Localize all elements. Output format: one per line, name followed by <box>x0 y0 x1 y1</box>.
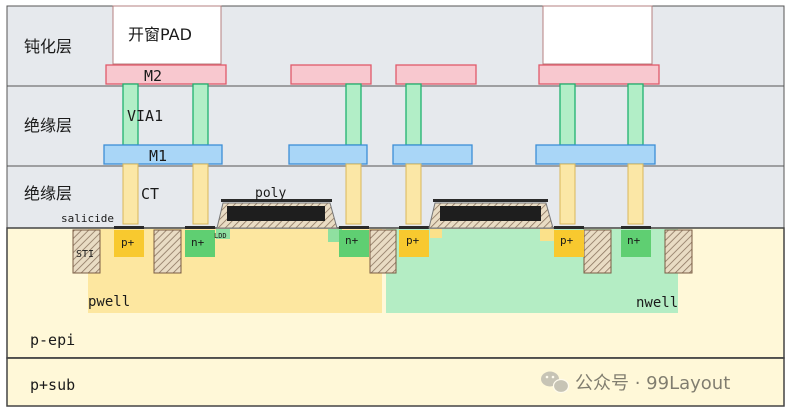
ldd-region <box>430 229 442 238</box>
nplus-label: n+ <box>345 234 359 247</box>
salicide-label: salicide <box>61 212 114 225</box>
watermark-text: 公众号 · 99Layout <box>575 373 730 394</box>
m1-label: M1 <box>149 147 167 165</box>
sti-trench <box>583 229 612 274</box>
m1-segment <box>392 144 473 165</box>
via1-plug <box>627 83 644 146</box>
nplus-label: n+ <box>191 236 205 249</box>
pad-opening-right <box>542 5 653 65</box>
poly-gate <box>440 206 541 221</box>
m2-layer <box>105 64 660 85</box>
nplus-diffusion <box>339 230 369 257</box>
sti-label: STI <box>76 249 94 260</box>
poly-gate <box>227 206 325 221</box>
ct-label: CT <box>141 185 159 203</box>
pad-opening-label: 开窗PAD <box>128 25 192 44</box>
silicide-strip <box>114 226 144 229</box>
ldd-region <box>328 229 342 242</box>
pplus-diffusion <box>554 230 584 257</box>
via1-plug <box>345 83 362 146</box>
via1-plug <box>559 83 576 146</box>
substrate-layer <box>6 357 785 407</box>
contact-plug <box>559 163 576 225</box>
watermark: 公众号 · 99Layout <box>541 371 730 394</box>
nplus-diffusion <box>185 230 215 257</box>
sti-trench <box>369 229 397 274</box>
contact-layer <box>122 163 644 225</box>
silicide-strip <box>399 226 429 229</box>
gate-stack-nmos <box>216 199 338 229</box>
wechat-icon <box>541 371 570 394</box>
sti-trench <box>72 229 101 274</box>
silicide-strip <box>339 226 369 229</box>
pplus-label: p+ <box>560 234 574 247</box>
pplus-label: p+ <box>121 236 135 249</box>
nplus-diffusion <box>621 230 651 257</box>
m2-segment <box>290 64 372 85</box>
contact-plug <box>627 163 644 225</box>
m2-segment <box>105 64 227 85</box>
m1-segment <box>103 144 223 165</box>
insulator-bottom-label: 绝缘层 <box>24 184 72 203</box>
ldd-region <box>216 229 230 239</box>
m2-segment <box>538 64 660 85</box>
ldd-region <box>540 229 554 241</box>
sti-trench <box>664 229 693 274</box>
ldd-label: LDD <box>214 232 227 240</box>
passivation-label: 钝化层 <box>24 37 72 56</box>
poly-label: poly <box>255 186 286 201</box>
silicide-strip <box>554 226 584 229</box>
pplus-label: p+ <box>406 234 420 247</box>
insulator-top-label: 绝缘层 <box>24 116 72 135</box>
m1-segment <box>288 144 368 165</box>
m2-label: M2 <box>144 67 162 85</box>
m2-segment <box>395 64 477 85</box>
contact-plug <box>345 163 362 225</box>
nplus-label: n+ <box>627 234 641 247</box>
pplus-diffusion <box>114 230 144 257</box>
silicide-strip <box>185 226 215 229</box>
silicide-strip <box>621 226 651 229</box>
contact-plug <box>122 163 139 225</box>
nwell-label: nwell <box>636 295 678 311</box>
via1-label: VIA1 <box>127 107 163 125</box>
pplus-diffusion <box>399 230 429 257</box>
m1-segment <box>535 144 656 165</box>
gate-stack-pmos <box>428 199 554 229</box>
contact-plug <box>405 163 422 225</box>
contact-plug <box>192 163 209 225</box>
m1-layer <box>103 144 656 165</box>
substrate-label: p+sub <box>30 376 75 394</box>
sti-trenches <box>72 229 693 274</box>
silicide-on-poly <box>221 199 332 202</box>
via1-plug <box>405 83 422 146</box>
silicide-strips <box>114 226 651 229</box>
epi-label: p-epi <box>30 331 75 349</box>
via1-layer <box>122 83 644 146</box>
pad-opening-left <box>112 5 222 65</box>
silicide-on-poly <box>433 199 548 202</box>
via1-plug <box>192 83 209 146</box>
pwell-label: pwell <box>88 294 130 310</box>
sti-trench <box>153 229 182 274</box>
